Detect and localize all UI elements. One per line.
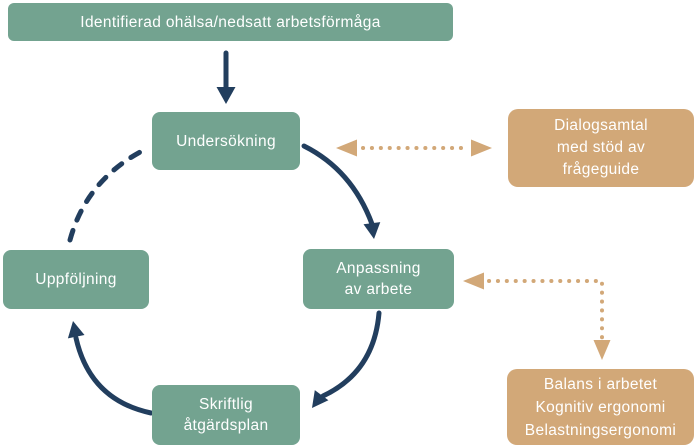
arrow-identified-to-undersokning-icon xyxy=(216,50,236,104)
node-skriftlig-atgardsplan: Skriftlig åtgärdsplan xyxy=(152,385,300,445)
dotted-arrow-anpassning-balans-icon xyxy=(463,272,611,360)
node-anpassning-av-arbete: Anpassning av arbete xyxy=(303,249,454,309)
node-balans-ergonomi: Balans i arbetet Kognitiv ergonomi Belas… xyxy=(507,369,694,445)
node-identified-ohalsa: Identifierad ohälsa/nedsatt arbetsförmåg… xyxy=(8,3,453,41)
dotted-arrow-undersokning-dialogsamtal-icon xyxy=(336,139,492,157)
dashed-arrow-uppfoljning-to-undersokning-icon xyxy=(67,148,145,243)
node-undersokning: Undersökning xyxy=(152,112,300,170)
cycle-arrow-skriftlig-to-uppfoljning-icon xyxy=(67,321,154,416)
node-dialogsamtal: Dialogsamtal med stöd av frågeguide xyxy=(508,109,694,187)
node-uppfoljning: Uppföljning xyxy=(3,250,149,309)
cycle-arrow-undersokning-to-anpassning-icon xyxy=(301,143,381,239)
cycle-arrow-anpassning-to-skriftlig-icon xyxy=(312,310,382,408)
